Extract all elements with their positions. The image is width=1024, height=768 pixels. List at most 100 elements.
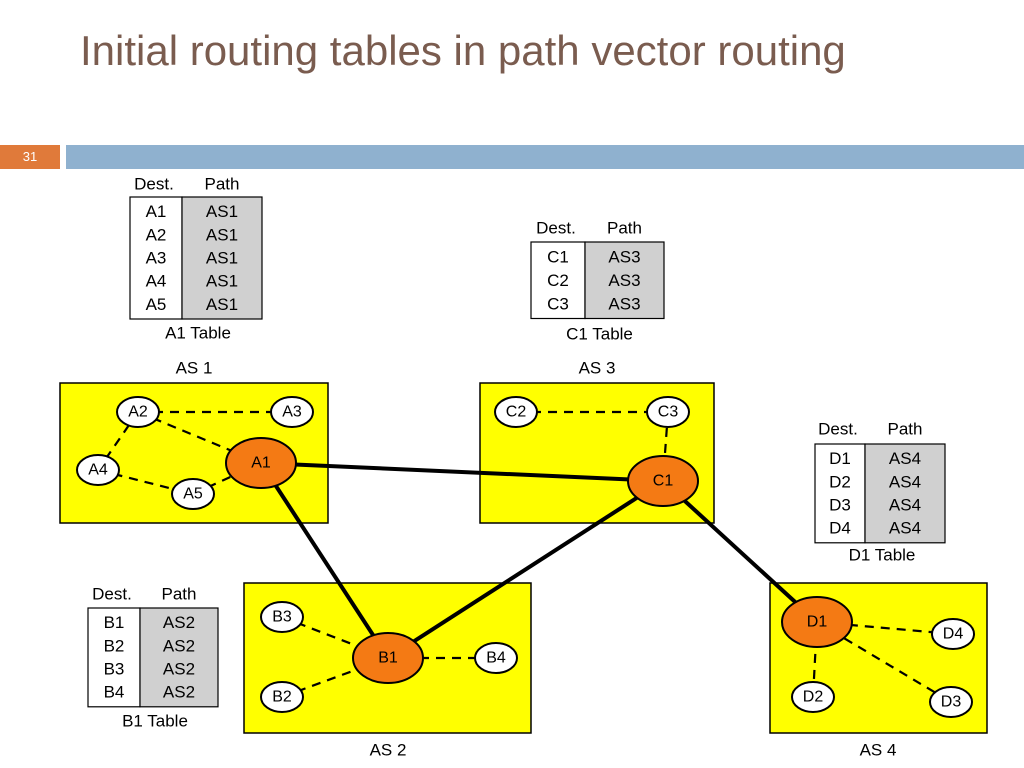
b1-dest-column bbox=[87, 607, 141, 708]
a1-dest-column bbox=[129, 196, 183, 320]
node-a3-label: A3 bbox=[282, 404, 302, 421]
d1-row-dest: D4 bbox=[829, 519, 851, 538]
b1-row-dest: B4 bbox=[104, 683, 125, 702]
node-c1: C1 bbox=[627, 455, 699, 507]
slide-title: Initial routing tables in path vector ro… bbox=[80, 27, 846, 74]
node-a1-label: A1 bbox=[251, 455, 271, 472]
node-c3-circle bbox=[646, 396, 690, 428]
c1-row-dest: C2 bbox=[547, 271, 569, 290]
d1-row-path: AS4 bbox=[889, 519, 921, 538]
link-a2-a1 bbox=[137, 410, 262, 465]
node-c1-circle bbox=[627, 455, 699, 507]
as1-label: AS 1 bbox=[176, 359, 213, 378]
d1-row-path: AS4 bbox=[889, 496, 921, 515]
d1-header-dest: Dest. bbox=[818, 420, 858, 439]
a1-row-dest: A2 bbox=[146, 225, 167, 244]
node-a5-circle bbox=[171, 478, 215, 510]
node-a2-circle bbox=[116, 396, 160, 428]
inter-as-link-a1-c1 bbox=[260, 461, 664, 483]
a1-row-path: AS1 bbox=[206, 249, 238, 268]
link-a2-a4 bbox=[97, 411, 139, 471]
d1-header-path: Path bbox=[888, 420, 923, 439]
node-c2: C2 bbox=[494, 396, 538, 428]
b1-row-dest: B2 bbox=[104, 636, 125, 655]
d1-caption: D1 Table bbox=[849, 546, 916, 565]
node-d1-label: D1 bbox=[807, 614, 828, 631]
node-a5-label: A5 bbox=[183, 486, 203, 503]
b1-header-dest: Dest. bbox=[92, 585, 132, 604]
node-a4: A4 bbox=[76, 454, 120, 486]
d1-path-column bbox=[864, 443, 946, 544]
node-d1-circle bbox=[781, 596, 853, 648]
b1-caption: B1 Table bbox=[122, 712, 188, 731]
node-d2-circle bbox=[791, 681, 835, 713]
d1-row-path: AS4 bbox=[889, 472, 921, 491]
link-d1-d3 bbox=[816, 621, 952, 703]
node-c3: C3 bbox=[646, 396, 690, 428]
node-d2: D2 bbox=[791, 681, 835, 713]
a1-row-dest: A3 bbox=[146, 249, 167, 268]
inter-as-link-b1-c1 bbox=[386, 479, 665, 660]
node-d4-circle bbox=[931, 618, 975, 650]
node-c2-circle bbox=[494, 396, 538, 428]
link-a5-a1 bbox=[192, 461, 262, 496]
a1-header-path: Path bbox=[205, 175, 240, 194]
c1-header-path: Path bbox=[607, 219, 642, 238]
node-b2-label: B2 bbox=[272, 689, 292, 706]
c1-row-dest: C3 bbox=[547, 294, 569, 313]
b1-header-path: Path bbox=[162, 585, 197, 604]
as2-label: AS 2 bbox=[370, 741, 407, 760]
d1-row-dest: D3 bbox=[829, 496, 851, 515]
as4-label: AS 4 bbox=[860, 741, 897, 760]
inter-as-link-c1-d1 bbox=[661, 479, 819, 624]
c1-path-column bbox=[584, 241, 665, 320]
node-d4-label: D4 bbox=[943, 626, 964, 643]
node-b3: B3 bbox=[260, 601, 304, 633]
a1-row-dest: A4 bbox=[146, 272, 167, 291]
node-b4: B4 bbox=[474, 642, 518, 674]
a1-header-dest: Dest. bbox=[134, 175, 174, 194]
node-a4-label: A4 bbox=[88, 462, 108, 479]
c1-row-path: AS3 bbox=[608, 247, 640, 266]
a1-row-path: AS1 bbox=[206, 202, 238, 221]
node-d3-label: D3 bbox=[941, 694, 962, 711]
node-d4: D4 bbox=[931, 618, 975, 650]
d1-row-dest: D2 bbox=[829, 472, 851, 491]
c1-row-path: AS3 bbox=[608, 271, 640, 290]
node-c2-label: C2 bbox=[506, 404, 527, 421]
node-b1-label: B1 bbox=[378, 650, 398, 667]
b1-row-path: AS2 bbox=[163, 636, 195, 655]
node-b3-circle bbox=[260, 601, 304, 633]
node-a1-circle bbox=[225, 437, 297, 489]
node-a3: A3 bbox=[270, 396, 314, 428]
as3-label: AS 3 bbox=[579, 359, 616, 378]
node-b3-label: B3 bbox=[272, 609, 292, 626]
node-c1-label: C1 bbox=[653, 473, 674, 490]
a1-path-column bbox=[181, 196, 263, 320]
a1-row-dest: A5 bbox=[146, 295, 167, 314]
b1-row-path: AS2 bbox=[163, 613, 195, 632]
c1-row-dest: C1 bbox=[547, 247, 569, 266]
a1-row-path: AS1 bbox=[206, 225, 238, 244]
link-c3-c1 bbox=[661, 411, 670, 482]
node-b1: B1 bbox=[352, 632, 424, 684]
c1-caption: C1 Table bbox=[566, 325, 633, 344]
b1-row-dest: B1 bbox=[104, 613, 125, 632]
page-number: 31 bbox=[0, 145, 60, 169]
node-a5: A5 bbox=[171, 478, 215, 510]
b1-row-dest: B3 bbox=[104, 660, 125, 679]
node-d3: D3 bbox=[929, 686, 973, 718]
node-b4-label: B4 bbox=[486, 650, 506, 667]
d1-row-path: AS4 bbox=[889, 449, 921, 468]
b1-path-column bbox=[139, 607, 219, 708]
node-a1: A1 bbox=[225, 437, 297, 489]
node-d2-label: D2 bbox=[803, 689, 824, 706]
node-b2: B2 bbox=[260, 681, 304, 713]
inter-as-link-a1-b1 bbox=[259, 461, 390, 660]
node-d3-circle bbox=[929, 686, 973, 718]
a1-row-dest: A1 bbox=[146, 202, 167, 221]
